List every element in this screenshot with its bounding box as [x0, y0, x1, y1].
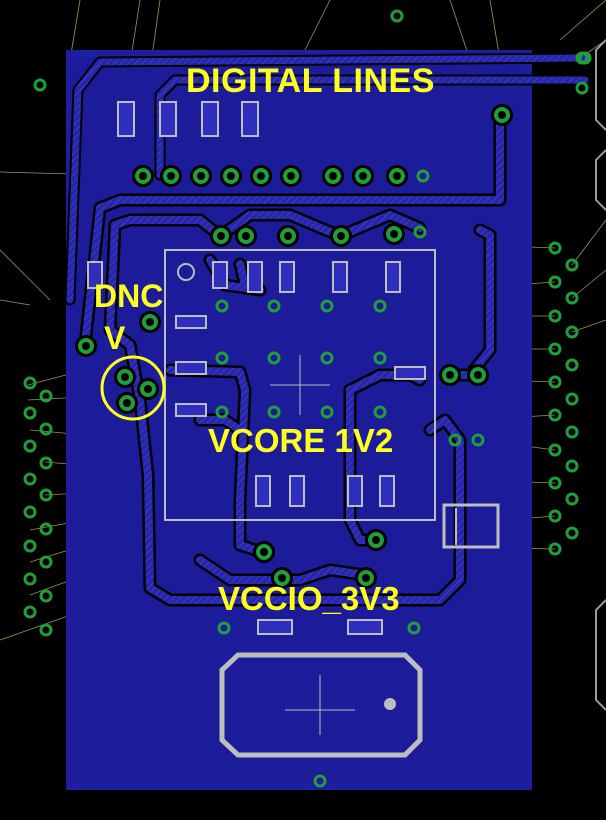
via	[390, 9, 404, 23]
via	[267, 351, 281, 365]
via	[215, 405, 229, 419]
via	[373, 351, 387, 365]
via	[117, 369, 133, 385]
via	[39, 422, 53, 436]
via	[548, 476, 562, 490]
label-dnc: DNC	[94, 278, 164, 314]
via	[565, 358, 579, 372]
pin1-marker	[177, 263, 195, 281]
via	[135, 168, 151, 184]
label-vcore: VCORE 1V2	[208, 422, 394, 459]
via	[448, 433, 462, 447]
via	[39, 488, 53, 502]
via	[256, 544, 272, 560]
via	[39, 589, 53, 603]
via	[213, 228, 229, 244]
via	[215, 351, 229, 365]
via	[193, 168, 209, 184]
via	[578, 51, 592, 65]
via	[267, 405, 281, 419]
via	[217, 621, 231, 635]
via	[23, 376, 37, 390]
via	[142, 314, 158, 330]
via	[368, 532, 384, 548]
via	[565, 258, 579, 272]
via	[565, 291, 579, 305]
via	[389, 168, 405, 184]
via-layer	[23, 9, 592, 788]
via	[78, 338, 94, 354]
crystal-pin-pad	[384, 698, 396, 710]
via	[325, 168, 341, 184]
via	[373, 299, 387, 313]
via	[548, 275, 562, 289]
via	[333, 228, 349, 244]
via	[320, 351, 334, 365]
via	[39, 522, 53, 536]
via	[575, 81, 589, 95]
via	[548, 542, 562, 556]
via	[494, 107, 510, 123]
via	[470, 367, 486, 383]
smd-pads	[87, 101, 426, 635]
board-edge	[595, 39, 606, 711]
via	[23, 605, 37, 619]
label-v: V	[104, 320, 126, 356]
via	[215, 299, 229, 313]
via	[548, 241, 562, 255]
via	[39, 389, 53, 403]
via	[565, 526, 579, 540]
via	[355, 168, 371, 184]
via	[442, 367, 458, 383]
via	[386, 226, 402, 242]
via	[23, 539, 37, 553]
via	[320, 299, 334, 313]
via	[39, 623, 53, 637]
via	[407, 621, 421, 635]
via	[358, 570, 374, 586]
crystal-outline	[219, 652, 423, 758]
via	[253, 168, 269, 184]
via	[416, 169, 430, 183]
via	[238, 228, 254, 244]
via	[565, 425, 579, 439]
via	[23, 439, 37, 453]
via	[163, 168, 179, 184]
via	[283, 168, 299, 184]
via	[548, 375, 562, 389]
label-vccio: VCCIO_3V3	[218, 580, 400, 617]
via	[23, 572, 37, 586]
via	[471, 433, 485, 447]
via	[274, 570, 290, 586]
via	[23, 505, 37, 519]
via	[548, 342, 562, 356]
via	[39, 456, 53, 470]
via	[280, 228, 296, 244]
via	[140, 381, 156, 397]
via	[565, 392, 579, 406]
via	[565, 325, 579, 339]
via	[39, 555, 53, 569]
via	[23, 472, 37, 486]
via	[33, 78, 47, 92]
via	[548, 309, 562, 323]
via	[313, 774, 327, 788]
via	[119, 395, 135, 411]
via	[223, 168, 239, 184]
via	[413, 225, 427, 239]
label-digital-lines: DIGITAL LINES	[186, 62, 435, 100]
via	[373, 405, 387, 419]
via	[548, 509, 562, 523]
via	[548, 443, 562, 457]
via	[320, 405, 334, 419]
via	[565, 492, 579, 506]
via	[548, 408, 562, 422]
dnc-marker-circle	[100, 355, 166, 421]
via	[565, 459, 579, 473]
via	[23, 406, 37, 420]
via	[267, 299, 281, 313]
